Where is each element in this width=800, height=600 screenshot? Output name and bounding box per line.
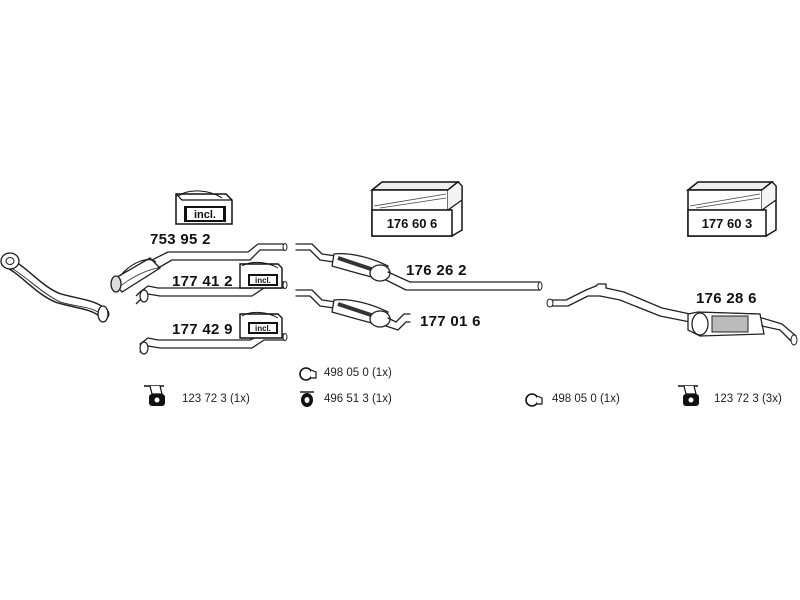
kit-box-rear-number: 177 60 3 [702,216,753,231]
hardware-clamp-right: 498 05 0 (1x) [552,393,620,405]
part-number-mid-muffler-a: 176 26 2 [406,262,467,279]
hardware-number: 123 72 3 [714,393,759,405]
kit-box-rear: 177 60 3 [685,180,777,237]
rear-muffler-assembly [546,283,798,346]
middle-muffler-b [295,289,411,331]
hardware-qty: (1x) [371,367,392,379]
hanger-icon-right [678,385,699,406]
incl-label: incl. [194,209,216,221]
part-number-pipe-a: 177 41 2 [172,273,233,290]
hardware-hanger-right: 123 72 3 (3x) [714,393,782,405]
hardware-qty: (3x) [761,393,782,405]
incl-kit-box-a: incl. [239,261,283,289]
hardware-qty: (1x) [599,393,620,405]
clamp-icon-right [525,393,543,407]
hardware-clamp-center: 498 05 0 (1x) [324,367,392,379]
seal-icon [300,391,314,407]
hardware-number: 498 05 0 [552,393,597,405]
catalytic-converter [110,243,288,293]
part-number-cat: 753 95 2 [150,231,211,248]
kit-box-center-number: 176 60 6 [387,216,438,231]
middle-muffler-a [295,243,543,291]
hardware-qty: (1x) [371,393,392,405]
hardware-qty: (1x) [229,393,250,405]
kit-box-center: 176 60 6 [369,180,463,237]
part-number-pipe-b: 177 42 9 [172,321,233,338]
hardware-hanger-left: 123 72 3 (1x) [182,393,250,405]
hardware-seal-center: 496 51 3 (1x) [324,393,392,405]
hanger-icon-left [144,385,165,406]
clamp-icon [299,367,317,381]
part-number-rear-muffler: 176 28 6 [696,290,757,307]
incl-kit-box-b: incl. [239,311,283,339]
incl-kit-box-top: incl. [175,190,233,225]
front-downpipe [0,252,110,323]
hardware-number: 498 05 0 [324,367,369,379]
hardware-number: 496 51 3 [324,393,369,405]
incl-label: incl. [255,276,271,285]
incl-label: incl. [255,324,271,333]
hardware-number: 123 72 3 [182,393,227,405]
part-number-mid-muffler-b: 177 01 6 [420,313,481,330]
